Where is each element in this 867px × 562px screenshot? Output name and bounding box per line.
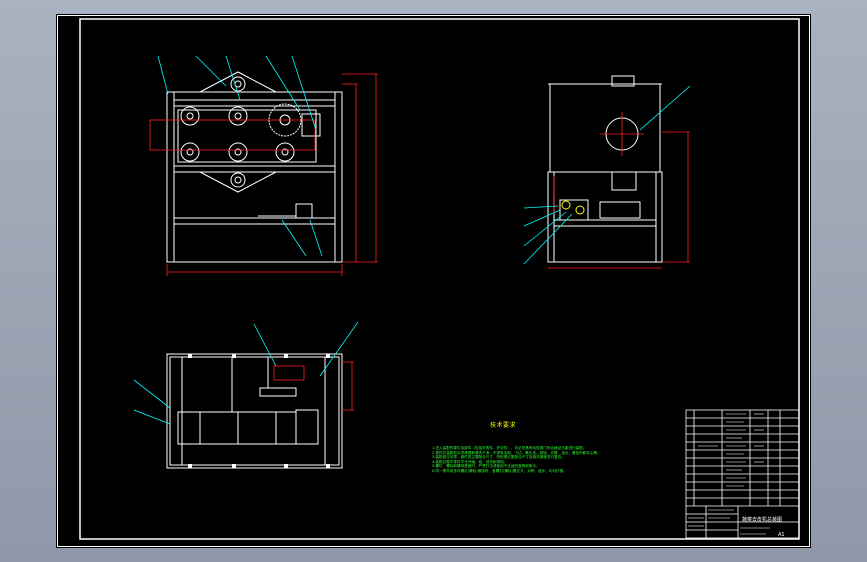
technical-requirements-title: 技术要求 xyxy=(490,422,517,429)
technical-note: 6.同一零件用多件螺钉(螺栓)紧固时，各螺钉(螺栓)需交叉、对称、逐步、均匀拧紧… xyxy=(432,468,567,473)
technical-notes: 1.进入装配的零件及部件（包括外购件、外协件），均必须具有检验部门的合格证方能进… xyxy=(432,446,601,474)
technical-note: 5.螺钉、螺栓和螺母紧固时，严禁打击或使用不合适的旋具和扳手。 xyxy=(432,464,540,469)
technical-note: 4.装配过程中零件不允许磕、碰、划伤和锈蚀。 xyxy=(432,459,508,464)
side-view-leaders xyxy=(523,85,691,265)
technical-note: 3.装配前应对零、部件的主要配合尺寸，特别是过盈配合尺寸及相关精度进行复查。 xyxy=(432,455,565,460)
sheet-outer-border xyxy=(57,15,810,547)
front-view-leaders xyxy=(157,55,323,257)
technical-note: 2.零件在装配前必须清理和清洗干净，不得有毛刺、飞边、氧化皮、锈蚀、切屑、油污、… xyxy=(432,450,601,455)
top-view-leaders xyxy=(133,321,359,425)
side-view xyxy=(547,75,663,263)
title-block xyxy=(685,409,800,539)
drawing-title: 蔬菜去皮机总装图 xyxy=(742,517,783,523)
sheet-size-label: A1 xyxy=(778,532,785,538)
front-view-dimensions xyxy=(149,73,378,276)
bom-text-marks xyxy=(688,413,770,535)
side-view-inlet xyxy=(561,112,644,215)
side-view-dimensions xyxy=(548,131,690,269)
top-view-bolts xyxy=(188,354,330,468)
top-view xyxy=(166,353,343,469)
front-view-rollers xyxy=(180,76,302,188)
sheet-inner-border xyxy=(79,18,800,540)
technical-note: 1.进入装配的零件及部件（包括外购件、外协件），均必须具有检验部门的合格证方能进… xyxy=(432,446,587,450)
top-view-dimensions xyxy=(273,361,354,411)
